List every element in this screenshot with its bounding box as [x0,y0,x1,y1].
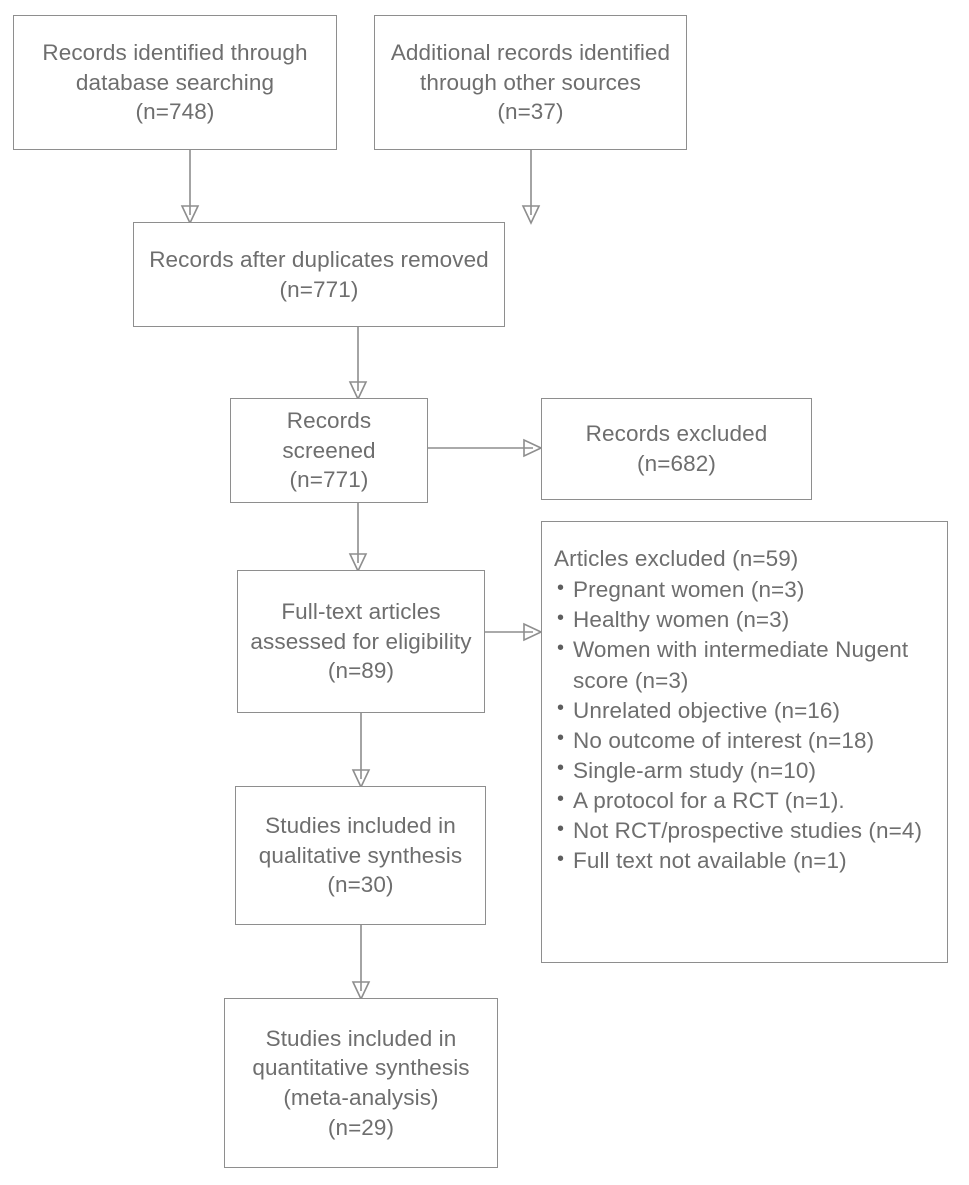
node-full-text-articles-assessed: Full-text articles assessed for eligibil… [237,570,485,713]
list-item: Unrelated objective (n=16) [554,695,937,726]
list-item: Women with intermediate Nugent score (n=… [554,635,937,695]
node-records-after-duplicates-removed: Records after duplicates removed (n=771) [133,222,505,327]
articles-excluded-reason-list: Pregnant women (n=3) Healthy women (n=3)… [554,575,937,876]
node-label: Additional records identified through ot… [390,39,671,125]
node-label: Studies included in quantitative synthes… [252,1025,470,1140]
node-additional-records-other-sources: Additional records identified through ot… [374,15,687,150]
arrowhead-down-3 [348,381,368,401]
node-label: Records identified through database sear… [42,39,308,125]
articles-excluded-title: Articles excluded (n=59) [554,546,799,571]
arrowhead-down-2 [521,205,541,225]
node-articles-excluded-list: Articles excluded (n=59) Pregnant women … [541,521,948,963]
list-item: A protocol for a RCT (n=1). [554,786,937,816]
list-item: Full text not available (n=1) [554,846,937,876]
list-item: Pregnant women (n=3) [554,575,937,605]
arrowhead-down-5 [351,769,371,789]
node-label: Records screened (n=771) [282,407,376,493]
node-studies-quantitative-synthesis: Studies included in quantitative synthes… [224,998,498,1168]
node-label: Records excluded (n=682) [585,421,768,476]
arrowhead-down-1 [180,205,200,225]
arrowhead-right-1 [523,438,543,458]
node-records-screened: Records screened (n=771) [230,398,428,503]
node-label: Records after duplicates removed (n=771) [149,246,489,302]
list-item: Healthy women (n=3) [554,605,937,635]
list-item: Not RCT/prospective studies (n=4) [554,816,937,846]
node-records-identified-database: Records identified through database sear… [13,15,337,150]
arrowhead-down-6 [351,981,371,1001]
list-item: No outcome of interest (n=18) [554,725,937,756]
arrowhead-down-4 [348,553,368,573]
arrowhead-right-2 [523,622,543,642]
node-records-excluded: Records excluded (n=682) [541,398,812,500]
node-label: Full-text articles assessed for eligibil… [250,598,472,684]
node-studies-qualitative-synthesis: Studies included in qualitative synthesi… [235,786,486,925]
node-label: Studies included in qualitative synthesi… [258,812,463,898]
list-item: Single-arm study (n=10) [554,755,937,786]
